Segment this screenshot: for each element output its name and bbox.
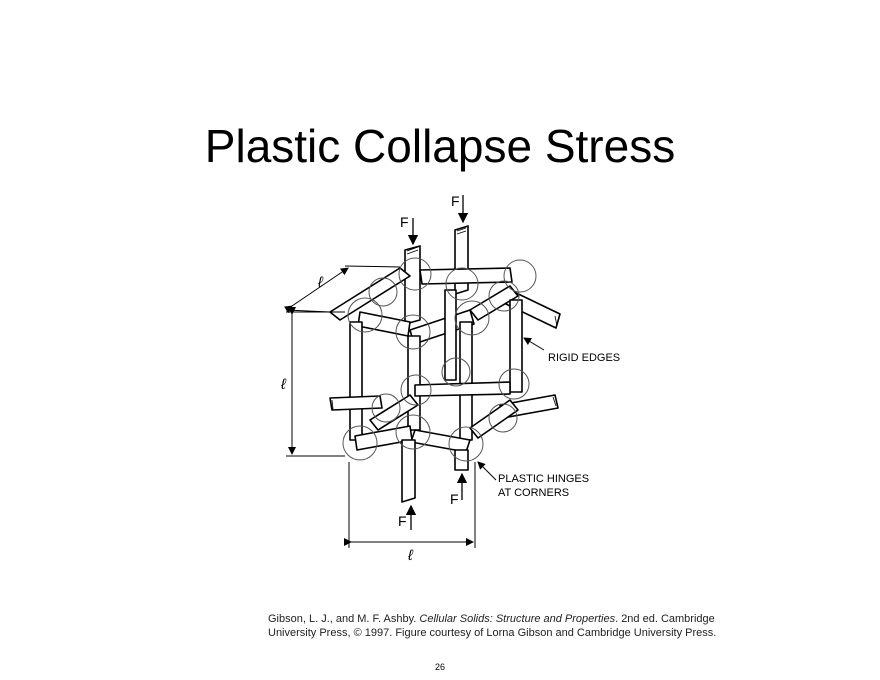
edge-mid-back	[414, 381, 511, 397]
plastic-hinges-label-line2: AT CORNERS	[498, 487, 569, 499]
citation-line2: University Press, © 1997. Figure courtes…	[268, 627, 717, 639]
dimension-depth	[283, 267, 349, 314]
edge-top-column-front	[404, 245, 421, 325]
hinge-circle	[368, 277, 398, 307]
slide-title: Plastic Collapse Stress	[204, 120, 676, 172]
force-label: F	[451, 193, 460, 209]
hinge-circle	[488, 280, 520, 312]
hinge-circle	[441, 357, 471, 387]
edge-vertical-right-front	[459, 321, 473, 441]
edge-mid-left-arm	[329, 395, 383, 411]
plastic-hinge-circles	[342, 257, 537, 462]
force-label: F	[450, 491, 459, 507]
edge-vertical-middle-back	[444, 289, 457, 381]
edge-vertical-right-back	[509, 299, 523, 393]
cell-collapse-diagram: F F F F ℓ ℓ ℓ	[280, 193, 620, 564]
force-arrows	[405, 195, 469, 530]
citation-authors: Gibson, L. J., and M. F. Ashby.	[268, 613, 420, 625]
edge-bottom-column-front	[401, 439, 416, 503]
hinge-circle	[488, 403, 518, 433]
cell-edges	[329, 225, 561, 503]
edge-bottom-diag-right	[469, 399, 519, 439]
force-label: F	[398, 513, 407, 529]
citation-book-title: Cellular Solids: Structure and Propertie…	[419, 613, 616, 625]
edge-vertical-left	[349, 321, 363, 441]
length-label: ℓ	[280, 376, 287, 393]
page-number: 26	[434, 662, 445, 672]
citation-line1-rest: . 2nd ed. Cambridge	[615, 613, 715, 625]
hinge-circle	[503, 259, 537, 293]
citation: Gibson, L. J., and M. F. Ashby. Cellular…	[268, 612, 768, 640]
hinge-circle	[342, 425, 378, 461]
hinge-circle	[347, 297, 383, 333]
annotation-leaders	[477, 337, 545, 481]
hinge-circle	[371, 393, 401, 423]
plastic-hinges-label-line1: PLASTIC HINGES	[498, 473, 589, 485]
dimension-lines	[283, 265, 476, 548]
hinge-circle	[395, 314, 431, 350]
hinge-circle	[395, 414, 431, 450]
length-label: ℓ	[317, 274, 324, 291]
hinge-circle	[398, 257, 432, 291]
force-label: F	[400, 214, 409, 230]
edge-top-right-front	[469, 285, 519, 321]
edge-top-right-back	[419, 267, 513, 285]
length-label: ℓ	[407, 547, 414, 564]
hinge-circle	[448, 426, 484, 462]
column-end-hatching	[331, 227, 558, 410]
hinge-circle	[498, 368, 530, 400]
hinge-circle	[400, 374, 432, 406]
hinge-circle	[445, 267, 479, 301]
hinge-circle	[454, 300, 490, 336]
rigid-edges-label: RIGID EDGES	[548, 352, 620, 364]
